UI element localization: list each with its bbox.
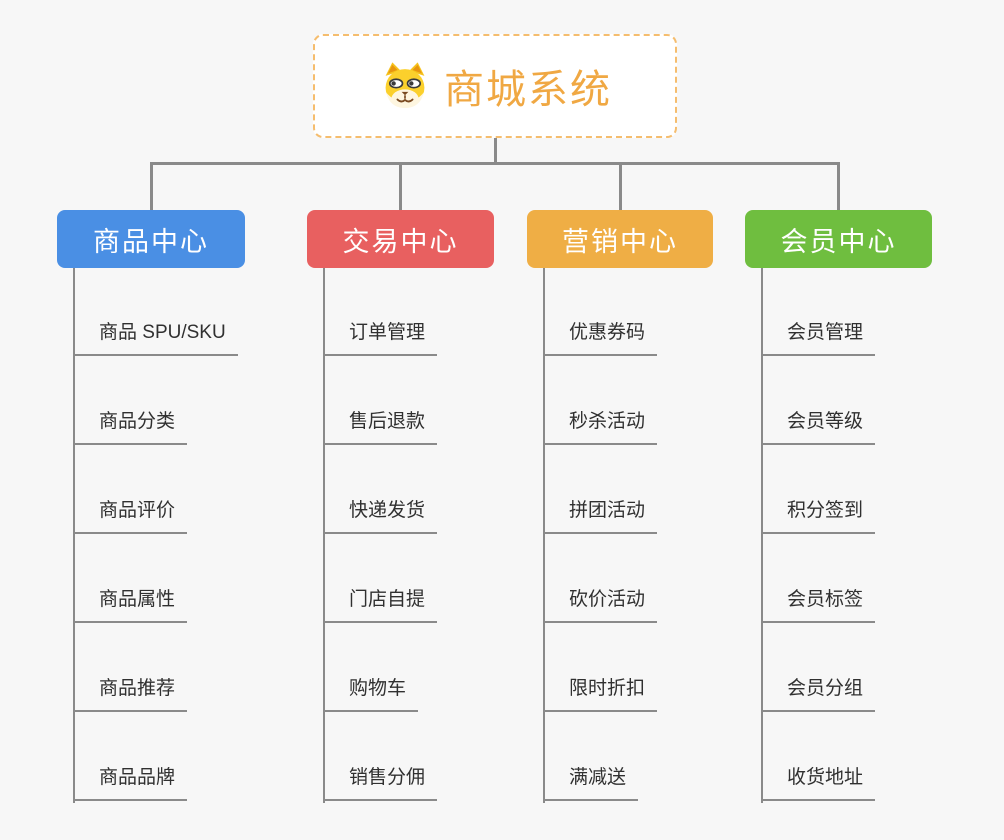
child-node[interactable]: 门店自提 bbox=[323, 586, 438, 623]
branch-node[interactable]: 会员中心 bbox=[745, 210, 932, 268]
child-node[interactable]: 销售分佣 bbox=[323, 764, 438, 801]
child-node[interactable]: 砍价活动 bbox=[543, 586, 658, 623]
child-node[interactable]: 会员等级 bbox=[761, 408, 876, 445]
child-node[interactable]: 秒杀活动 bbox=[543, 408, 658, 445]
dog-face-icon bbox=[385, 62, 425, 108]
child-node[interactable]: 商品分类 bbox=[73, 408, 188, 445]
child-node[interactable]: 会员管理 bbox=[761, 319, 876, 356]
branch-drop-line bbox=[149, 162, 153, 210]
branch-trunk-line bbox=[761, 268, 763, 803]
child-node[interactable]: 拼团活动 bbox=[543, 497, 658, 534]
branch-drop-line bbox=[618, 162, 622, 210]
child-node[interactable]: 售后退款 bbox=[323, 408, 438, 445]
branch-drop-line bbox=[399, 162, 402, 210]
child-node[interactable]: 限时折扣 bbox=[543, 675, 658, 712]
child-node[interactable]: 会员标签 bbox=[761, 586, 876, 623]
child-node[interactable]: 会员分组 bbox=[761, 675, 876, 712]
child-node[interactable]: 购物车 bbox=[323, 675, 419, 712]
branch-trunk-line bbox=[73, 268, 75, 803]
branch-trunk-line bbox=[323, 268, 325, 803]
child-node[interactable]: 商品属性 bbox=[73, 586, 188, 623]
root-stub-line bbox=[493, 138, 497, 165]
child-node[interactable]: 订单管理 bbox=[323, 319, 438, 356]
branch-node[interactable]: 交易中心 bbox=[307, 210, 494, 268]
branch-drop-line bbox=[837, 162, 840, 210]
branch-node[interactable]: 商品中心 bbox=[57, 210, 245, 268]
child-node[interactable]: 快递发货 bbox=[323, 497, 438, 534]
child-node[interactable]: 商品 SPU/SKU bbox=[73, 319, 238, 356]
root-title: 商城系统 bbox=[444, 68, 612, 112]
child-node[interactable]: 商品品牌 bbox=[73, 764, 188, 801]
root-node[interactable]: 商城系统 bbox=[313, 34, 677, 138]
child-node[interactable]: 收货地址 bbox=[761, 764, 876, 801]
child-node[interactable]: 积分签到 bbox=[761, 497, 876, 534]
branch-node[interactable]: 营销中心 bbox=[527, 210, 713, 268]
branch-trunk-line bbox=[543, 268, 545, 803]
child-node[interactable]: 满减送 bbox=[543, 764, 639, 801]
tree-hline bbox=[149, 162, 840, 165]
child-node[interactable]: 优惠券码 bbox=[543, 319, 658, 356]
child-node[interactable]: 商品推荐 bbox=[73, 675, 188, 712]
child-node[interactable]: 商品评价 bbox=[73, 497, 188, 534]
